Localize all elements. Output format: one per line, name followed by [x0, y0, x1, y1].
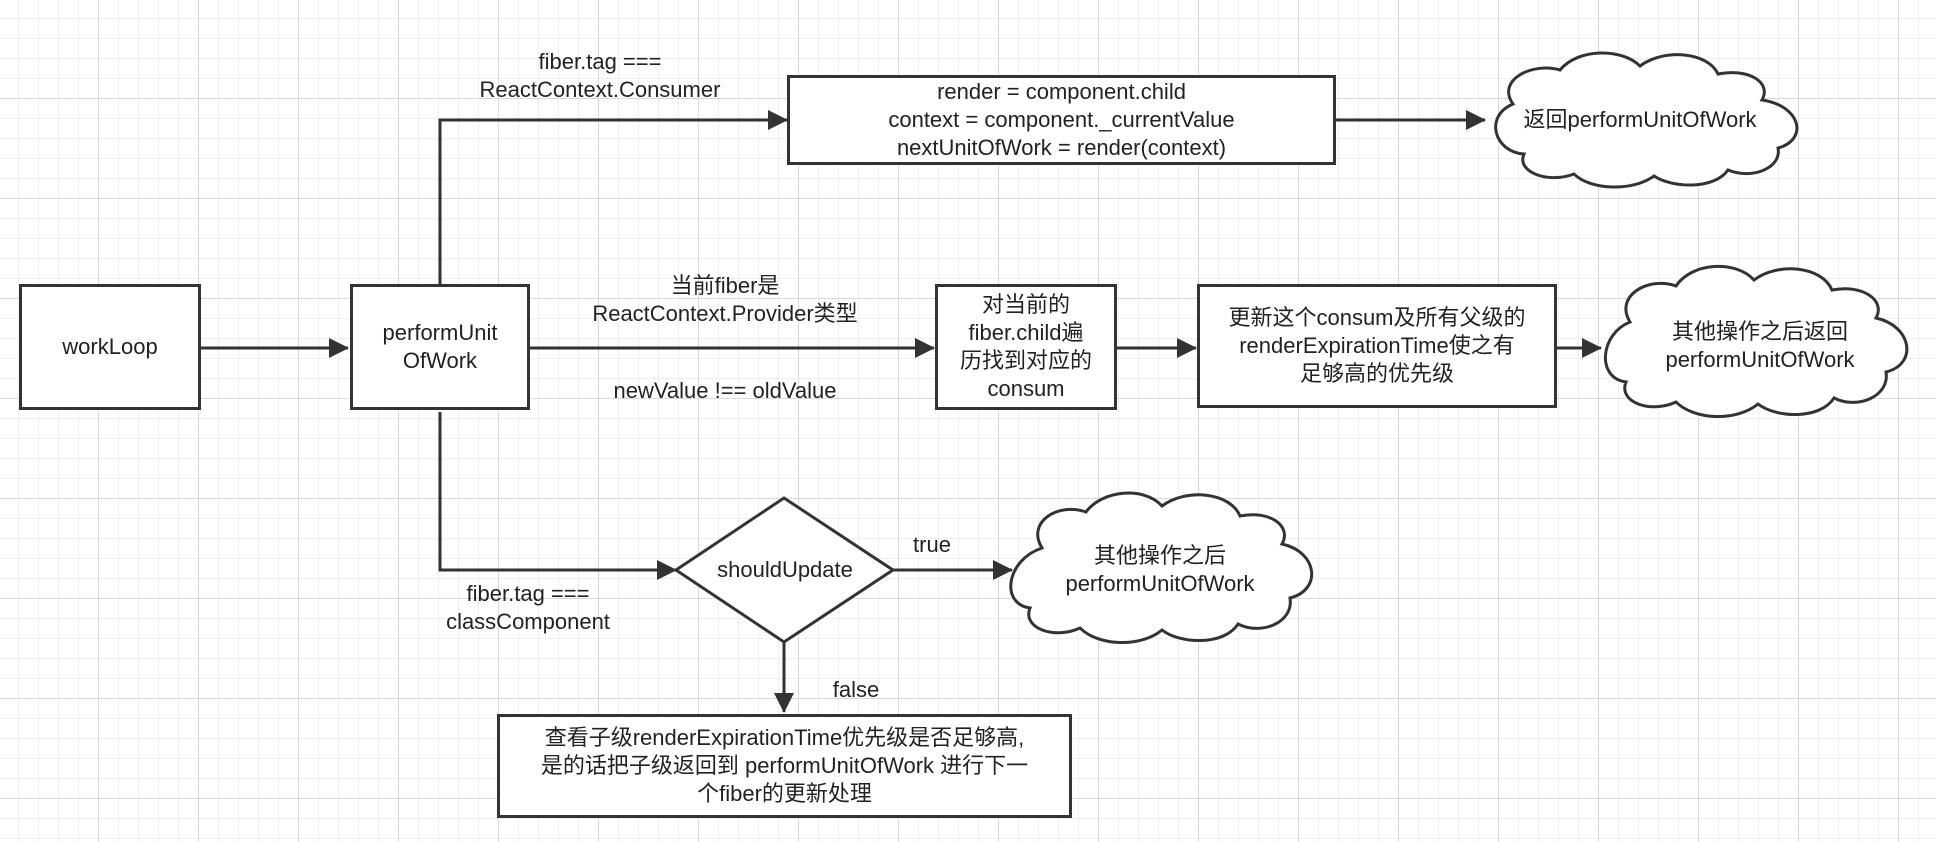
other-cloud-shape [1009, 491, 1314, 644]
value-changed-label: newValue !== oldValue [613, 378, 837, 403]
update-consum-box: 更新这个consum及所有父级的 renderExpirationTime使之有… [1197, 284, 1557, 408]
check-child-label: 查看子级renderExpirationTime优先级是否足够高, 是的话把子级… [540, 725, 1029, 806]
other-return-cloud-shape [1603, 265, 1909, 418]
return-cloud-shape [1494, 51, 1799, 189]
workloop-box: workLoop [19, 284, 201, 410]
return-cloud-label: 返回performUnitOfWork [1523, 107, 1757, 132]
edge-perform-to-should-update [438, 412, 677, 580]
true-label: true [913, 532, 951, 557]
class-condition-label: fiber.tag === classComponent [446, 581, 610, 634]
perform-unit-of-work-box: performUnit OfWork [350, 284, 530, 410]
should-update-label: shouldUpdate [717, 557, 853, 582]
perform-unit-of-work-label: performUnit OfWork [382, 320, 498, 373]
other-return-cloud-label: 其他操作之后返回 performUnitOfWork [1665, 319, 1855, 372]
other-cloud-label: 其他操作之后 performUnitOfWork [1065, 543, 1255, 596]
traverse-child-box: 对当前的 fiber.child遍 历找到对应的 consum [935, 284, 1117, 410]
update-consum-label: 更新这个consum及所有父级的 renderExpirationTime使之有… [1228, 305, 1526, 386]
workloop-label: workLoop [62, 334, 158, 359]
consumer-render-label: render = component.child context = compo… [888, 79, 1235, 160]
edge-perform-to-consumer [438, 110, 788, 284]
should-update-diamond [673, 496, 896, 644]
false-label: false [832, 677, 880, 702]
check-child-box: 查看子级renderExpirationTime优先级是否足够高, 是的话把子级… [497, 714, 1072, 818]
provider-condition-label: 当前fiber是 ReactContext.Provider类型 [592, 273, 858, 326]
consumer-render-box: render = component.child context = compo… [787, 75, 1336, 165]
traverse-child-label: 对当前的 fiber.child遍 历找到对应的 consum [959, 292, 1092, 401]
consumer-condition-label: fiber.tag === ReactContext.Consumer [479, 49, 721, 102]
